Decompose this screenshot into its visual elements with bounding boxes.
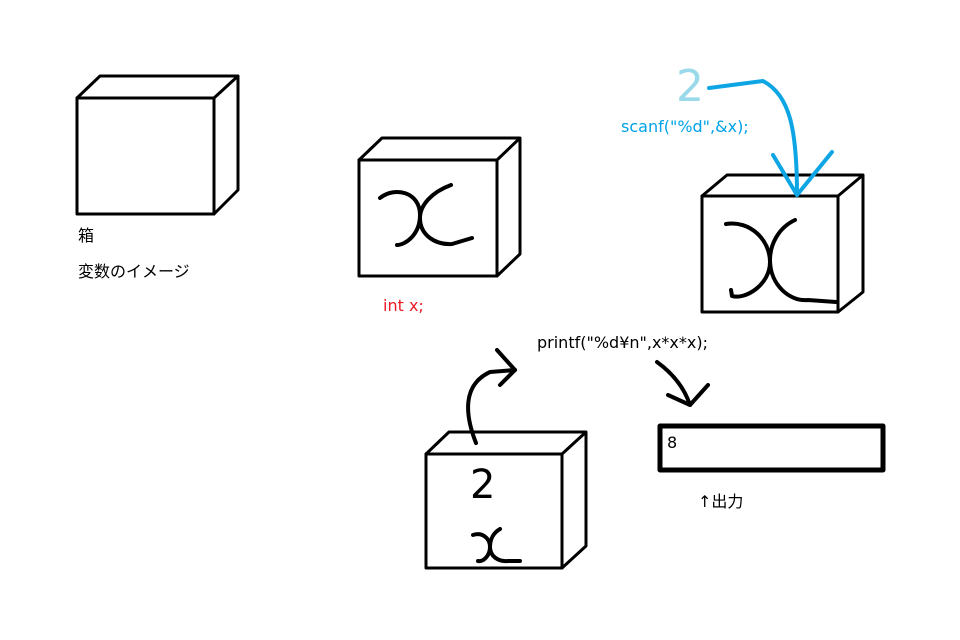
output-arrow <box>655 360 710 407</box>
variable-x-glyph <box>724 218 838 304</box>
variable-x-glyph <box>378 183 474 247</box>
stored-value: 2 <box>470 462 496 508</box>
read-arrow <box>466 348 517 445</box>
empty-box <box>75 74 240 216</box>
input-arrow <box>707 79 834 197</box>
variable-x-glyph <box>471 527 522 564</box>
declaration-label: int x; <box>383 296 424 315</box>
box-caption: 箱 <box>78 226 95 245</box>
input-value: 2 <box>676 61 704 112</box>
output-caption: ↑出力 <box>698 492 744 511</box>
scanf-label: scanf("%d",&x); <box>621 117 749 136</box>
variable-image-caption: 変数のイメージ <box>78 262 190 281</box>
printf-label: printf("%d¥n",x*x*x); <box>537 333 708 352</box>
box-x-scanf <box>700 173 865 314</box>
box-x-value <box>424 430 588 570</box>
box-x-declared <box>357 136 522 278</box>
output-value: 8 <box>667 433 678 452</box>
output-box <box>657 423 886 473</box>
